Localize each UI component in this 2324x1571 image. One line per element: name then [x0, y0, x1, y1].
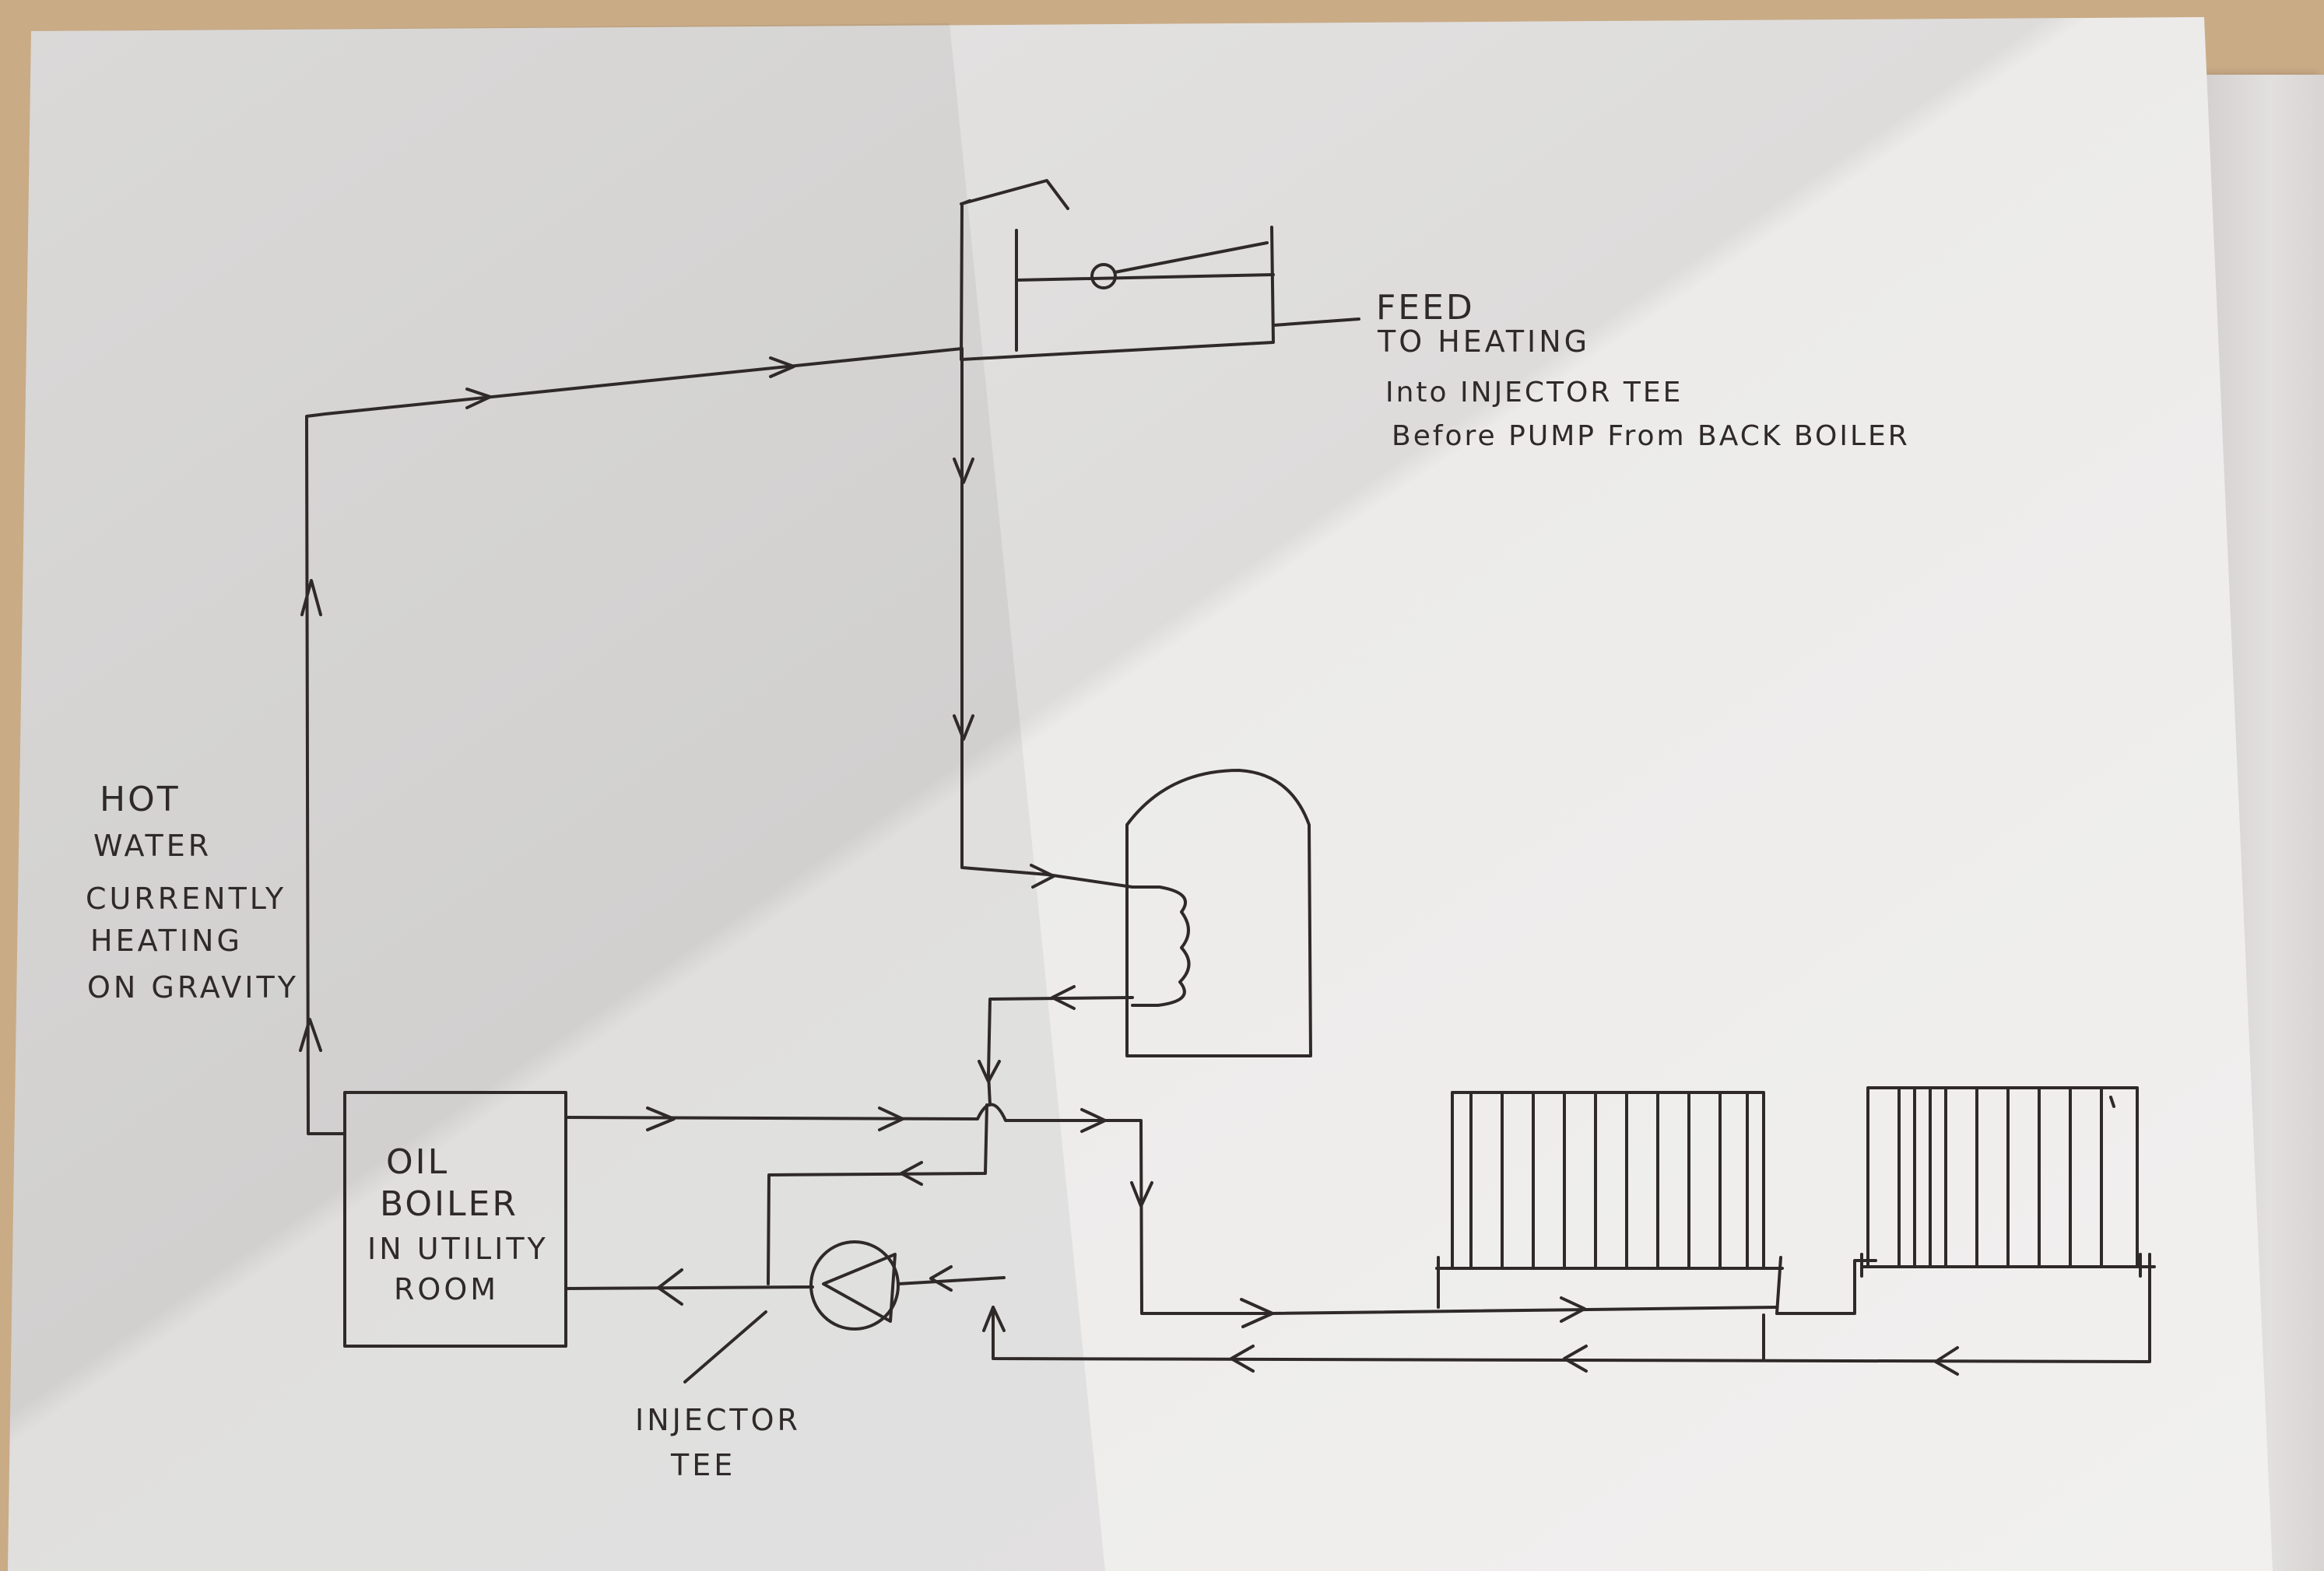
- paper-sheet: [8, 17, 2273, 1571]
- gravity-flow-pipe: [305, 347, 964, 1135]
- expansion-tank-icon: [960, 179, 1275, 361]
- hot-water-label-line1: HOT: [100, 780, 181, 819]
- injector-tee-pointer: [683, 1310, 767, 1383]
- hot-water-label-line2: WATER: [93, 829, 212, 863]
- paper-shadow-band: [8, 23, 1105, 1571]
- gravity-return-pipe: [960, 347, 1134, 889]
- boiler-label-line1: OIL: [386, 1142, 449, 1182]
- feed-label-line1: FEED: [1376, 288, 1475, 328]
- coil-return-pipe: [987, 996, 1134, 1106]
- boiler-return-pipe: [564, 1285, 814, 1290]
- hot-water-cylinder-icon: [1125, 769, 1312, 1057]
- heating-flow-pipe: [564, 1103, 1778, 1315]
- radiator-return-pipe: [992, 1253, 2151, 1363]
- boiler-label-line2: BOILER: [380, 1184, 518, 1224]
- boiler-label-line3: In UTILITY: [367, 1232, 549, 1266]
- oil-boiler-box: [343, 1091, 567, 1348]
- feed-pipe: [1272, 317, 1360, 327]
- feed-label-line2: TO HEATING: [1377, 324, 1590, 359]
- radiator-icon: [1860, 1086, 2156, 1278]
- tee-branch-pipe: [767, 1103, 988, 1285]
- pump-inlet-pipe: [897, 1276, 1006, 1285]
- feed-label-line4: Before PUMP From BACK BOILER: [1392, 420, 1910, 452]
- hot-water-label-line3: CURRENTLY: [86, 882, 286, 916]
- injector-tee-label-line1: INJECTOR: [635, 1403, 801, 1437]
- hot-water-label-line4: HEATING: [90, 924, 243, 958]
- boiler-label-line4: ROOM: [394, 1272, 499, 1306]
- radiator-icon: [1435, 1091, 1784, 1360]
- hot-water-label-line5: ON GRAVITY: [87, 970, 299, 1005]
- feed-label-line3: Into INJECTOR TEE: [1385, 377, 1683, 409]
- injector-tee-label-line2: TEE: [670, 1448, 735, 1482]
